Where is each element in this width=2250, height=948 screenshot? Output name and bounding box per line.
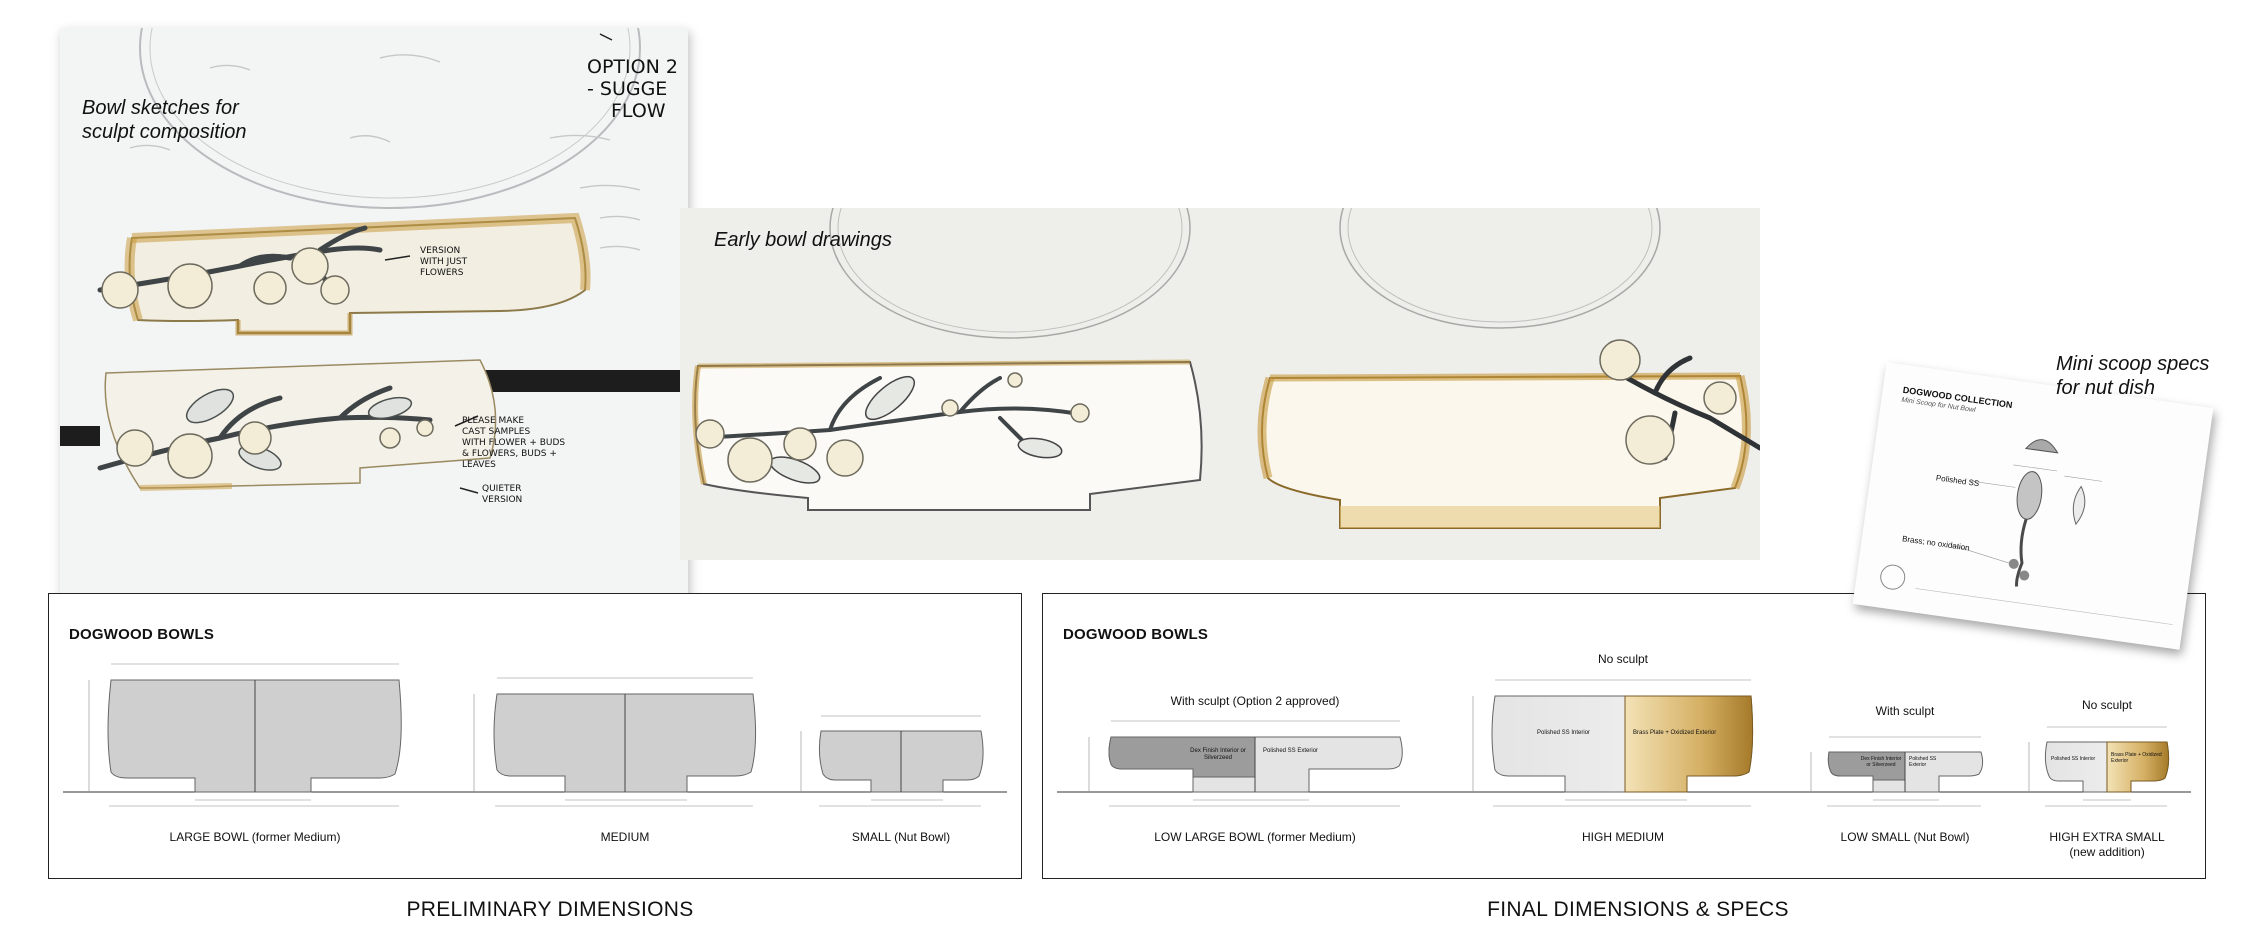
note-line: VERSION bbox=[482, 495, 523, 505]
note-line: - SUGGE bbox=[587, 78, 668, 100]
sculpt-note: No sculpt bbox=[2081, 698, 2133, 712]
scoop-drawing bbox=[1880, 439, 2173, 625]
caption-line: Bowl sketches for bbox=[82, 97, 239, 119]
note-line: FLOW bbox=[611, 100, 666, 122]
note-line: OPTION 2 bbox=[587, 56, 678, 78]
preliminary-dimensions-panel: DOGWOOD BOWLS LARGE BOWL (former Medium)… bbox=[48, 593, 1022, 879]
sketch-artwork bbox=[60, 28, 688, 494]
sculpt-note: No sculpt bbox=[1597, 652, 1649, 666]
mini-scoop-caption: Mini scoop specs for nut dish bbox=[2056, 352, 2209, 400]
caption-line: Mini scoop specs bbox=[2056, 353, 2210, 375]
small-bowl-drawing bbox=[800, 715, 984, 807]
note-line: & FLOWERS, BUDS + bbox=[462, 449, 557, 459]
handwritten-samples-note: PLEASE MAKE CAST SAMPLES WITH FLOWER + B… bbox=[462, 416, 565, 471]
handwritten-quieter-note: QUIETER VERSION bbox=[482, 484, 522, 506]
preliminary-dimensions-caption: PRELIMINARY DIMENSIONS bbox=[406, 898, 694, 921]
early-bowl-drawings-photo: Early bowl drawings bbox=[680, 208, 1760, 560]
medium-bowl-drawing bbox=[473, 677, 757, 807]
final-dimensions-caption: FINAL DIMENSIONS & SPECS bbox=[1487, 898, 1789, 921]
note-line: FLOWERS bbox=[420, 268, 464, 278]
sculpt-note: With sculpt bbox=[1875, 704, 1935, 718]
note-line: WITH JUST bbox=[420, 257, 468, 267]
bowl-label: LOW SMALL (Nut Bowl) bbox=[1840, 830, 1970, 844]
bowl-label: LOW LARGE BOWL (former Medium) bbox=[1154, 830, 1356, 844]
finish-label: Dex Finish Interior or Silverzeed bbox=[1190, 748, 1246, 761]
bowl-label: HIGH MEDIUM bbox=[1582, 830, 1664, 844]
finish-label: Brass Plate + Oxidized Exterior bbox=[2111, 752, 2162, 764]
early-drawings-caption: Early bowl drawings bbox=[714, 229, 892, 251]
finish-label: Polished SS Interior bbox=[2051, 756, 2096, 762]
caption-line: sculpt composition bbox=[82, 121, 247, 143]
finish-label: Brass Plate + Oxidized Exterior bbox=[1633, 730, 1717, 736]
low-small-bowl-drawing bbox=[1810, 736, 1984, 807]
mini-scoop-spec-sheet: DOGWOOD COLLECTION Mini Scoop for Nut Bo… bbox=[1852, 362, 2214, 650]
note-line: CAST SAMPLES bbox=[462, 427, 531, 437]
final-bowl-diagrams bbox=[1057, 679, 2191, 807]
handwritten-option-note: OPTION 2 - SUGGE FLOW bbox=[587, 56, 678, 122]
bowl-label: SMALL (Nut Bowl) bbox=[851, 830, 951, 844]
high-medium-bowl-drawing bbox=[1472, 679, 1754, 807]
bowl-label: MEDIUM bbox=[600, 830, 650, 844]
bowl-label-subtitle: (new addition) bbox=[2069, 845, 2145, 859]
bowl-label: HIGH EXTRA SMALL bbox=[2049, 830, 2165, 844]
finish-label: Polished SS Interior bbox=[1537, 730, 1591, 736]
bowl-label-group: HIGH EXTRA SMALL (new addition) bbox=[2049, 830, 2164, 860]
finish-label: Polished SS Exterior bbox=[1909, 756, 1937, 768]
large-bowl-drawing bbox=[88, 663, 402, 807]
caption-line: for nut dish bbox=[2056, 377, 2155, 399]
finish-label: Dex Finish Interior or Silverzeed bbox=[1860, 756, 1902, 768]
sculpt-note: With sculpt (Option 2 approved) bbox=[1170, 694, 1340, 708]
bowl-sketches-caption: Bowl sketches for sculpt composition bbox=[82, 96, 247, 144]
early-drawings-artwork bbox=[692, 208, 1760, 529]
note-line: QUIETER bbox=[482, 484, 522, 494]
final-dimensions-panel: DOGWOOD BOWLS bbox=[1042, 593, 2206, 879]
note-line: WITH FLOWER + BUDS bbox=[462, 438, 566, 448]
note-line: LEAVES bbox=[462, 460, 496, 470]
note-line: PLEASE MAKE bbox=[462, 416, 525, 426]
high-extra-small-bowl-drawing bbox=[2028, 726, 2170, 807]
preliminary-bowl-diagrams bbox=[63, 663, 1007, 807]
bowl-label: LARGE BOWL (former Medium) bbox=[169, 830, 341, 844]
bowl-sketches-photo: Bowl sketches for sculpt composition OPT… bbox=[60, 28, 688, 606]
note-line: VERSION bbox=[420, 246, 461, 256]
low-large-bowl-drawing bbox=[1088, 720, 1403, 807]
panel-title: DOGWOOD BOWLS bbox=[69, 626, 215, 643]
panel-title: DOGWOOD BOWLS bbox=[1063, 626, 1209, 643]
handwritten-version-note: VERSION WITH JUST FLOWERS bbox=[420, 246, 467, 279]
finish-label: Polished SS Exterior bbox=[1263, 748, 1319, 754]
